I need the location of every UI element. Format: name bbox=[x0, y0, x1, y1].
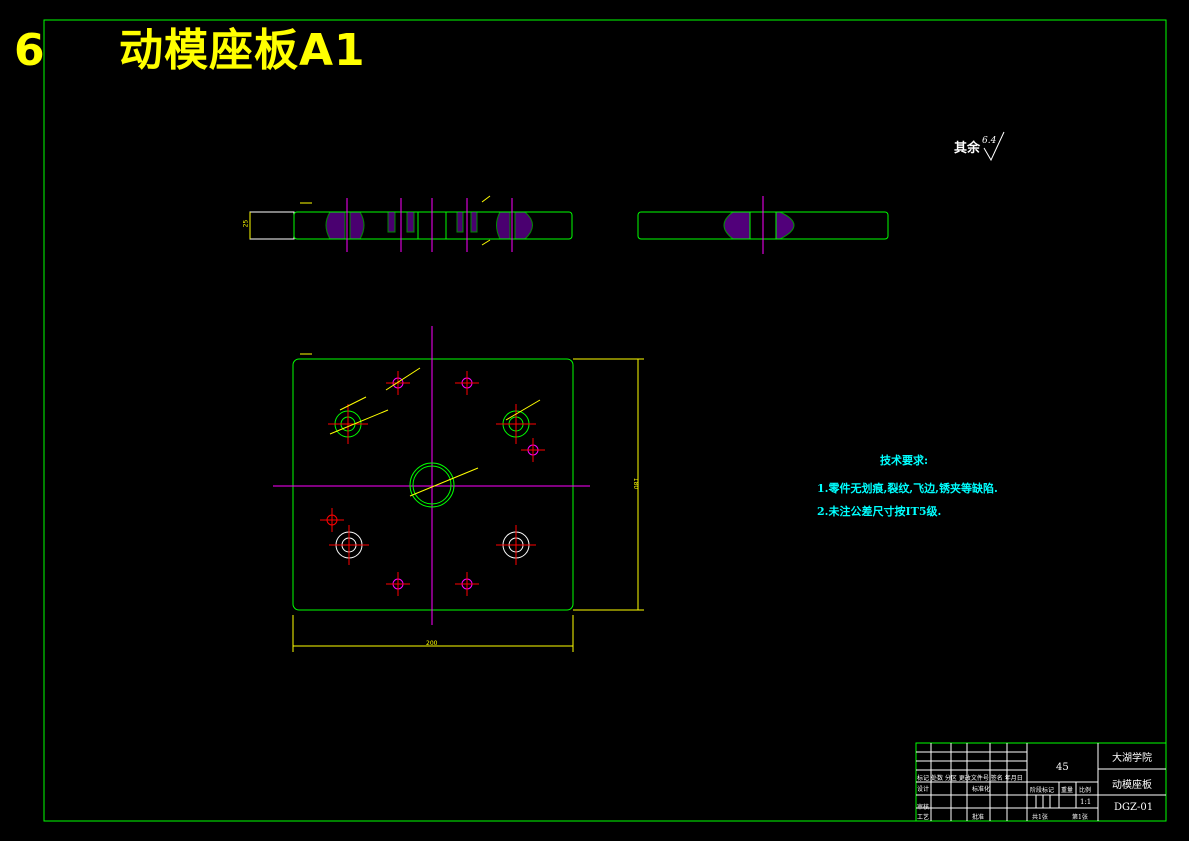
title-block-grid bbox=[915, 742, 1167, 822]
section-view-right bbox=[637, 196, 889, 254]
row-label: 年月日 bbox=[1004, 775, 1023, 782]
sheet-title-text: 动模座板A1 bbox=[119, 25, 366, 76]
title-block-process-label: 工艺 bbox=[917, 814, 930, 821]
roughness-label-text: 其余 bbox=[954, 141, 981, 156]
title-block-approve-label: 批准 bbox=[972, 814, 985, 821]
title-block-part-name: 动模座板 bbox=[1112, 780, 1152, 791]
title-block-material: 45 bbox=[1056, 762, 1069, 773]
title-block-design-label: 设计 bbox=[917, 786, 930, 793]
title-block-school: 大湖学院 bbox=[1112, 753, 1152, 764]
roughness-symbol bbox=[983, 131, 1005, 162]
tech-requirement-item: 1.零件无划痕,裂纹,飞边,锈夹等缺陷. bbox=[817, 482, 998, 495]
title-block-scale-label: 比例 bbox=[1079, 787, 1092, 794]
row-label: 更改文件号 bbox=[958, 775, 989, 782]
title-block-stage-label: 阶段标记 bbox=[1030, 787, 1055, 794]
title-block-sheet-current: 第1张 bbox=[1072, 814, 1088, 821]
row-label: 处数 bbox=[930, 775, 943, 782]
dim-thickness: 25 bbox=[242, 219, 250, 228]
drawing-frame-border bbox=[43, 19, 1167, 822]
tech-requirements-heading: 技术要求: bbox=[880, 454, 929, 467]
row-label: 签名 bbox=[990, 775, 1003, 782]
roughness-value: 6.4 bbox=[982, 136, 997, 146]
section-view-left bbox=[249, 195, 573, 252]
title-block-scale: 1:1 bbox=[1080, 798, 1092, 806]
sheet-title: 6 动模座板A1 bbox=[14, 14, 366, 78]
plan-view bbox=[273, 326, 644, 652]
dim-overall-width: 200 bbox=[426, 640, 438, 647]
title-block-sheet-total: 共1张 bbox=[1032, 814, 1048, 821]
title-block-row-labels: 标记 处数 分区 更改文件号 签名 年月日 bbox=[917, 773, 1023, 782]
title-block-standard-label: 标准化 bbox=[972, 786, 991, 793]
plate-outline bbox=[292, 358, 574, 611]
row-label: 标记 bbox=[917, 775, 930, 782]
title-block-weight-label: 重量 bbox=[1061, 787, 1074, 794]
tech-requirement-item: 2.未注公差尺寸按IT5级. bbox=[817, 505, 942, 518]
row-label: 分区 bbox=[944, 775, 957, 782]
dim-overall-height: 180 bbox=[632, 477, 640, 490]
sheet-number: 6 bbox=[14, 25, 46, 76]
title-block-drawing-number: DGZ-01 bbox=[1114, 802, 1154, 813]
title-block-review-label: 审核 bbox=[917, 804, 930, 811]
